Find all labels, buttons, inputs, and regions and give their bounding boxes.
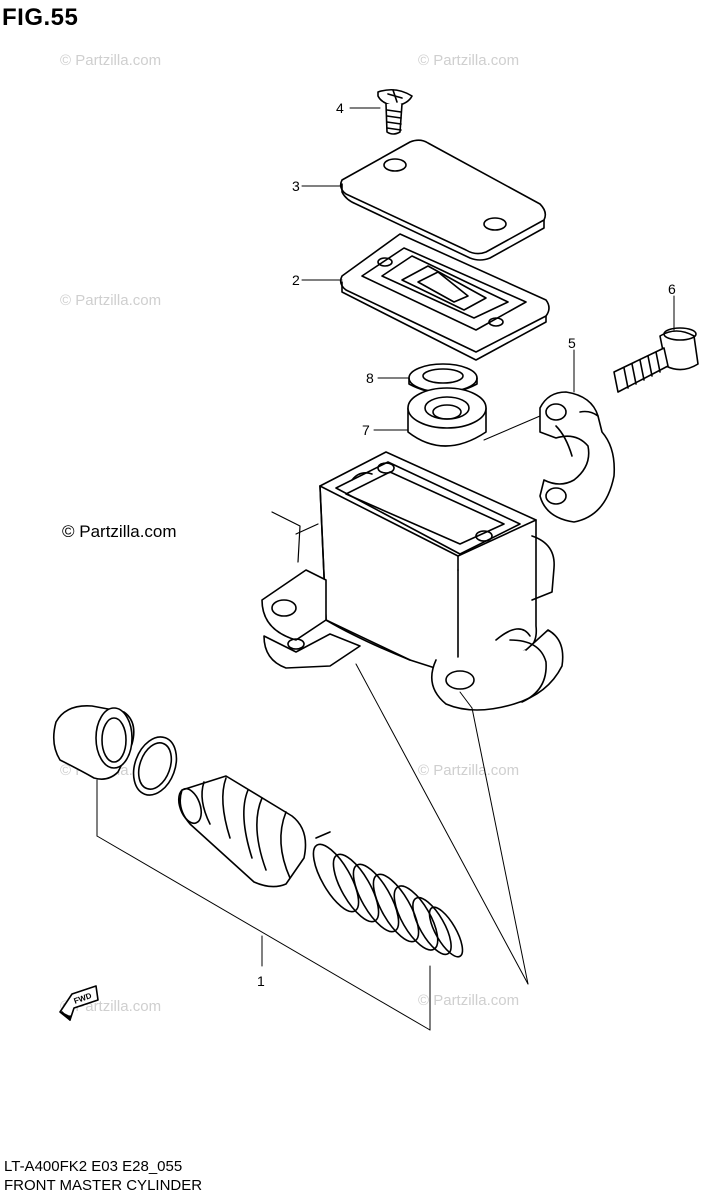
callout-1: 1 [257,973,265,989]
part-6-bolt[interactable] [613,327,699,393]
part-2-diaphragm[interactable] [339,233,550,361]
watermark: © Partzilla.com [418,762,520,779]
callout-2: 2 [292,272,300,288]
diagram-name: FRONT MASTER CYLINDER [4,1177,203,1194]
callout-4: 4 [336,100,344,116]
part-7-bushing[interactable] [407,387,487,447]
callout-7: 7 [362,422,370,438]
copyright-notice: © Partzilla.com [62,522,177,541]
diagram-code: LT-A400FK2 E03 E28_055 [4,1158,183,1175]
callout-numbers: 4 3 2 6 5 8 7 1 [257,100,676,989]
callout-3: 3 [292,178,300,194]
watermark: © Partzilla.com [418,992,520,1009]
callout-5: 5 [568,335,576,351]
leader-lines [96,107,675,1031]
callout-8: 8 [366,370,374,386]
watermark: © Partzilla.com [60,292,162,309]
fwd-arrow-icon: FWD [59,985,99,1021]
part-4-screw[interactable] [377,88,413,135]
callout-6: 6 [668,281,676,297]
figure-title: FIG.55 [2,4,79,31]
part-5-clamp[interactable] [539,391,616,523]
master-cylinder-body[interactable] [261,451,564,711]
part-3-cover[interactable] [339,139,547,261]
watermark: © Partzilla.com [60,52,162,69]
spring-coils [312,843,464,958]
part-1-piston-kit[interactable] [52,705,469,961]
watermark: © Partzilla.com [418,52,520,69]
